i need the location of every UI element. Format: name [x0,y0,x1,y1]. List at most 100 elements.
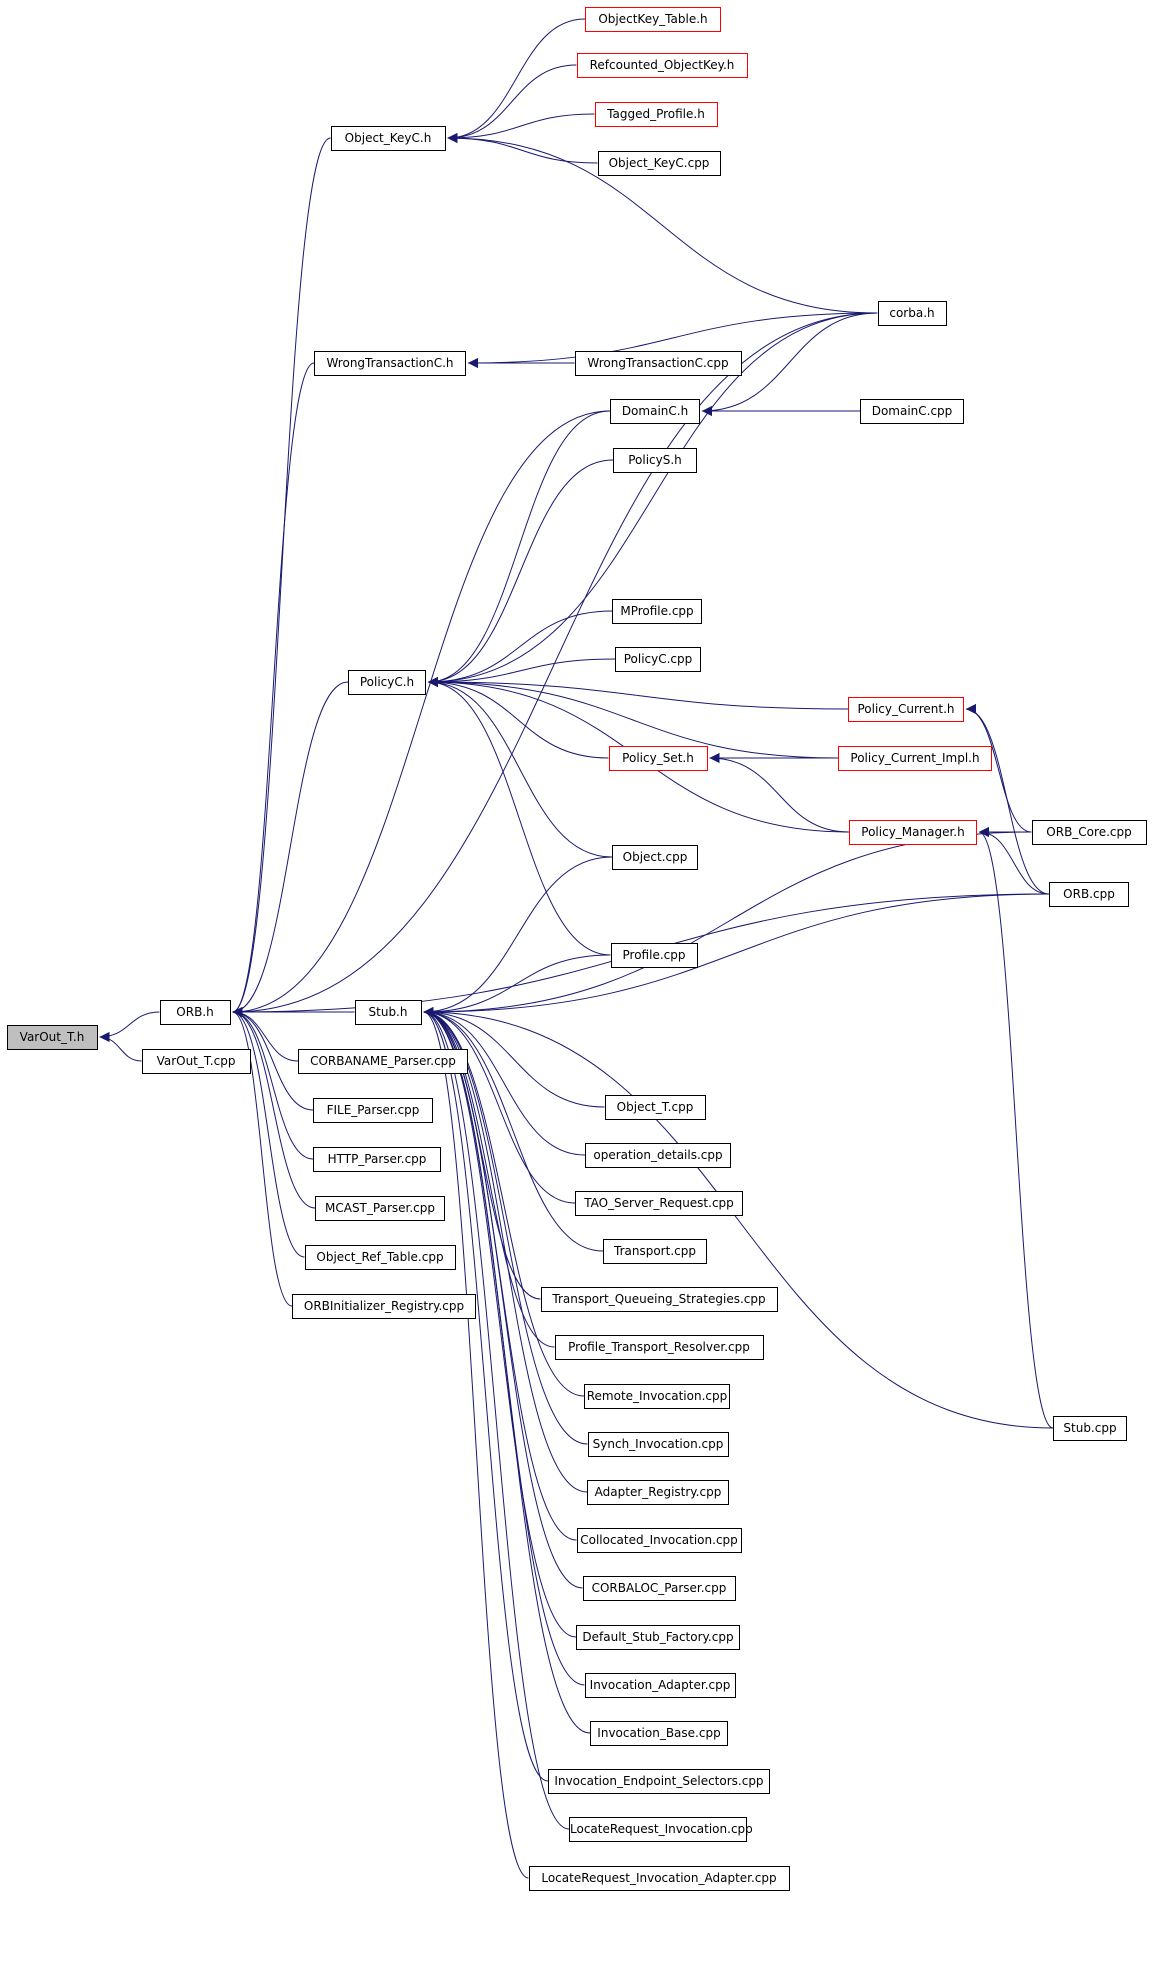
edge-policyc_cpp-to-policyc_h [427,658,616,687]
node-stub-h[interactable]: Stub.h [354,999,422,1025]
node-policy-current-h[interactable]: Policy_Current.h [848,696,964,722]
node-remote-invocation-cpp[interactable]: Remote_Invocation.cpp [584,1383,730,1409]
edge-orb_h-to-varout_t_h [99,1011,160,1042]
node-invocation-base-cpp[interactable]: Invocation_Base.cpp [590,1720,728,1746]
edge-corba_h-to-policyc_h [427,312,878,687]
node-object-t-cpp[interactable]: Object_T.cpp [604,1094,706,1120]
edge-profile_cpp-to-policyc_h [427,677,611,956]
edge-policyc_h-to-orb_h [232,681,349,1017]
edge-file_parser_cpp-to-orb_h [232,1007,314,1111]
node-synch-invocation-cpp[interactable]: Synch_Invocation.cpp [587,1431,729,1457]
edge-object_cpp-to-stub_h [423,856,613,1017]
edge-object_cpp-to-policyc_h [427,677,613,858]
node-objectkey-table-h[interactable]: ObjectKey_Table.h [585,6,721,32]
node-object-keyc-cpp[interactable]: Object_KeyC.cpp [597,150,721,176]
node-default-stub-factory-cpp[interactable]: Default_Stub_Factory.cpp [576,1624,740,1650]
edge-corba_h-to-wrongtransactionc_h [467,312,878,368]
node-varout-t-h: VarOut_T.h [6,1024,98,1050]
edge-remote_invocation_cpp-to-stub_h [423,1007,585,1397]
edge-object_keyc_cpp-to-object_keyc_h [447,133,598,164]
edge-transport_cpp-to-stub_h [423,1007,604,1252]
edge-orb_cpp-to-stub_h [423,893,1050,1017]
edge-mcast_parser_cpp-to-orb_h [232,1007,316,1209]
edge-policy_current_h-to-policyc_h [427,677,849,710]
edge-adapter_registry_cpp-to-stub_h [423,1007,588,1493]
node-tao-server-request-cpp[interactable]: TAO_Server_Request.cpp [575,1190,743,1216]
node-varout-t-cpp[interactable]: VarOut_T.cpp [141,1048,251,1074]
edge-orb_core_cpp-to-policy_current_h [965,704,1032,833]
node-operation-details-cpp[interactable]: operation_details.cpp [585,1142,731,1168]
node-policy-manager-h[interactable]: Policy_Manager.h [849,819,977,845]
edge-corba_h-to-orb_h [232,312,878,1017]
node-policyc-h[interactable]: PolicyC.h [348,669,426,695]
edge-object_t_cpp-to-stub_h [423,1007,605,1108]
edge-stub_cpp-to-stub_h [423,1007,1054,1429]
node-policy-current-impl-h[interactable]: Policy_Current_Impl.h [838,745,992,771]
node-wrongtransactionc-cpp[interactable]: WrongTransactionC.cpp [574,350,742,376]
edge-orb_cpp-to-policy_current_h [965,704,1050,895]
edge-policy_set_h-to-policyc_h [427,677,609,759]
edge-orbinitializer_registry_cpp-to-orb_h [232,1007,293,1307]
edge-profile_cpp-to-stub_h [423,954,611,1017]
node-tagged-profile-h[interactable]: Tagged_Profile.h [594,101,718,127]
edge-policys_h-to-policyc_h [427,459,614,687]
node-orbinitializer-registry-cpp[interactable]: ORBInitializer_Registry.cpp [292,1293,476,1319]
node-policy-set-h[interactable]: Policy_Set.h [608,745,708,771]
node-object-ref-table-cpp[interactable]: Object_Ref_Table.cpp [304,1244,456,1270]
node-invocation-adapter-cpp[interactable]: Invocation_Adapter.cpp [584,1672,736,1698]
node-locaterequest-invocation-cpp[interactable]: LocateRequest_Invocation.cpp [569,1816,753,1842]
node-refcounted-objectkey-h[interactable]: Refcounted_ObjectKey.h [576,52,748,78]
edge-http_parser_cpp-to-orb_h [232,1007,314,1160]
node-transport-queueing-strategies-cpp[interactable]: Transport_Queueing_Strategies.cpp [540,1286,778,1312]
edge-object_ref_table_cpp-to-orb_h [232,1007,305,1258]
node-object-cpp[interactable]: Object.cpp [612,844,698,870]
edge-objectkey_table_h-to-object_keyc_h [447,18,586,143]
node-corba-h[interactable]: corba.h [877,300,947,326]
edge-corba_h-to-object_keyc_h [447,133,878,314]
edge-locaterequest_invocation_cpp-to-stub_h [423,1007,570,1830]
node-locaterequest-invocation-adapter-cpp[interactable]: LocateRequest_Invocation_Adapter.cpp [528,1865,790,1891]
node-orb-core-cpp[interactable]: ORB_Core.cpp [1031,819,1147,845]
edge-corbaloc_parser_cpp-to-stub_h [423,1007,583,1589]
edge-mprofile_cpp-to-policyc_h [427,610,613,687]
node-stub-cpp[interactable]: Stub.cpp [1053,1415,1127,1441]
edge-tagged_profile_h-to-object_keyc_h [447,113,595,143]
node-adapter-registry-cpp[interactable]: Adapter_Registry.cpp [587,1479,729,1505]
node-corbaname-parser-cpp[interactable]: CORBANAME_Parser.cpp [298,1048,468,1074]
edge-stub_cpp-to-policy_manager_h [978,827,1054,1429]
node-corbaloc-parser-cpp[interactable]: CORBALOC_Parser.cpp [582,1575,736,1601]
node-profile-cpp[interactable]: Profile.cpp [610,942,698,968]
node-domainc-cpp[interactable]: DomainC.cpp [860,398,964,424]
node-mprofile-cpp[interactable]: MProfile.cpp [612,598,702,624]
node-policys-h[interactable]: PolicyS.h [613,447,697,473]
node-wrongtransactionc-h[interactable]: WrongTransactionC.h [314,350,466,376]
node-file-parser-cpp[interactable]: FILE_Parser.cpp [313,1097,433,1123]
edge-orb_cpp-to-policy_manager_h [978,827,1050,895]
node-object-keyc-h[interactable]: Object_KeyC.h [330,125,446,151]
node-collocated-invocation-cpp[interactable]: Collocated_Invocation.cpp [576,1527,742,1553]
node-mcast-parser-cpp[interactable]: MCAST_Parser.cpp [315,1195,445,1221]
edge-wrongtransactionc_h-to-orb_h [232,362,315,1017]
edge-invocation_endpoint_selectors_cpp-to-stub_h [423,1007,549,1782]
node-http-parser-cpp[interactable]: HTTP_Parser.cpp [313,1146,441,1172]
edge-varout_t_cpp-to-varout_t_h [99,1032,142,1062]
node-orb-h[interactable]: ORB.h [159,999,231,1025]
node-profile-transport-resolver-cpp[interactable]: Profile_Transport_Resolver.cpp [554,1334,764,1360]
node-invocation-endpoint-selectors-cpp[interactable]: Invocation_Endpoint_Selectors.cpp [548,1768,770,1794]
edge-domainc_h-to-orb_h [232,410,611,1017]
edge-object_keyc_h-to-orb_h [232,137,331,1017]
edge-tao_server_request_cpp-to-stub_h [423,1007,576,1204]
node-domainc-h[interactable]: DomainC.h [610,398,700,424]
node-transport-cpp[interactable]: Transport.cpp [603,1238,707,1264]
edge-corba_h-to-domainc_h [701,312,878,416]
edge-operation_details_cpp-to-stub_h [423,1007,586,1156]
edge-policy_current_impl_h-to-policyc_h [427,677,839,759]
edge-refcounted_objectkey_h-to-object_keyc_h [447,64,577,143]
edge-policy_manager_h-to-policy_set_h [709,753,850,833]
edge-profile_transport_resolver_cpp-to-stub_h [423,1007,555,1348]
node-policyc-cpp[interactable]: PolicyC.cpp [615,646,701,672]
node-orb-cpp[interactable]: ORB.cpp [1049,881,1129,907]
edge-synch_invocation_cpp-to-stub_h [423,1007,588,1445]
